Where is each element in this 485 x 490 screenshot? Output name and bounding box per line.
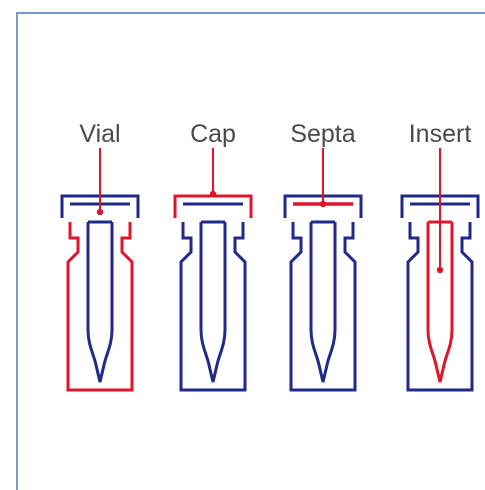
component-vial: Vial	[60, 120, 140, 392]
component-septa: Septa	[283, 120, 363, 392]
label-septa: Septa	[290, 120, 355, 148]
label-vial: Vial	[79, 120, 120, 148]
component-insert: Insert	[400, 120, 480, 392]
label-cap: Cap	[190, 120, 236, 148]
label-insert: Insert	[409, 120, 472, 148]
content-panel	[16, 12, 485, 490]
component-cap: Cap	[173, 120, 253, 392]
